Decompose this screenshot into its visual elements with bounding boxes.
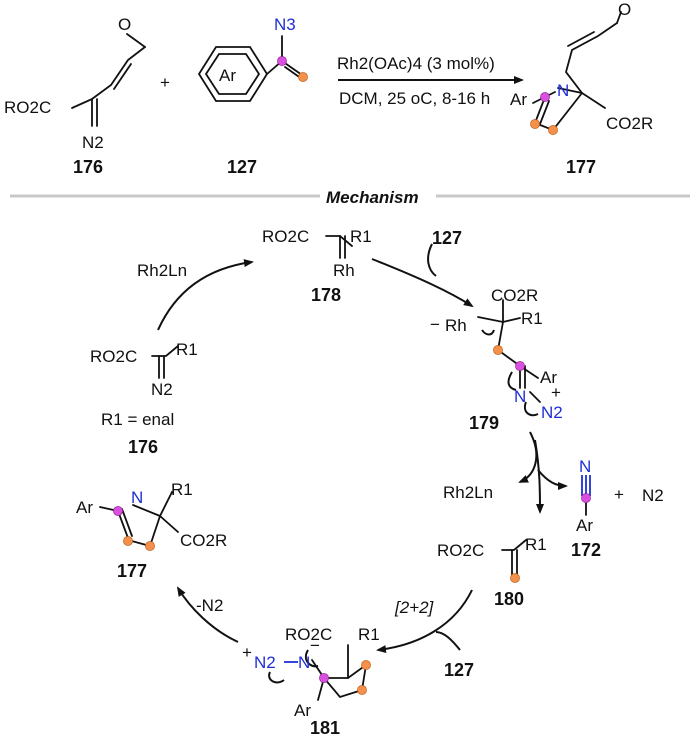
reactant2-azide: N3 <box>274 15 296 34</box>
c179-aryl: Ar <box>540 368 557 387</box>
c177-r1: R1 <box>171 480 193 499</box>
nitrogen-gas: N2 <box>642 486 664 505</box>
product-177-cycle: Ar N R1 CO2R 177 <box>76 480 227 581</box>
catalyst-label: Rh2Ln <box>137 261 187 280</box>
product-aryl: Ar <box>510 90 527 109</box>
intermediate-179: − Rh CO2R R1 Ar N N2 + 179 <box>430 286 563 433</box>
conditions-text: DCM, 25 oC, 8-16 h <box>339 89 490 108</box>
c177-aryl: Ar <box>76 498 93 517</box>
c179-anion: − <box>430 315 440 334</box>
c181-dinitrogen: N2 <box>254 653 276 672</box>
c181-ester: RO2C <box>285 625 332 644</box>
compound-178-label: 178 <box>311 285 341 305</box>
arrow-to-180 <box>534 439 544 514</box>
product-nitrogen: N <box>557 81 569 100</box>
c176-diazo: N2 <box>151 380 173 399</box>
c177-nitrogen: N <box>131 488 143 507</box>
reactant1-ester: RO2C <box>4 98 51 117</box>
arrow-127-join-top <box>427 243 437 277</box>
c180-ester: RO2C <box>437 541 484 560</box>
curved-arrow-181b <box>304 649 319 668</box>
cycloaddition-label: [2+2] <box>394 598 435 617</box>
arrow-178-to-179 <box>371 258 474 308</box>
curved-arrow-179a <box>481 329 495 336</box>
c172-aryl: Ar <box>576 516 593 535</box>
product-177: O Ar N CO2R 177 <box>510 0 653 177</box>
c181-aryl: Ar <box>294 701 311 720</box>
reactant-176: O RO2C N2 176 <box>4 15 146 177</box>
c179-r1: R1 <box>521 309 543 328</box>
loss-of-n2: -N2 <box>196 596 223 615</box>
compound-180-label: 180 <box>494 589 524 609</box>
reactant1-diazo: N2 <box>82 133 104 152</box>
c176-ester: RO2C <box>90 347 137 366</box>
c177-ester: CO2R <box>180 531 227 550</box>
curved-arrow-179b <box>507 371 517 391</box>
c178-r1: R1 <box>350 227 372 246</box>
reagent-127-bottom: 127 <box>444 660 474 680</box>
intermediate-181: + N2 N − RO2C R1 Ar 181 <box>242 625 380 738</box>
reagent-127-top: 127 <box>432 228 462 248</box>
arrow-to-172 <box>537 469 568 490</box>
intermediate-176: RO2C R1 N2 R1 = enal 176 <box>90 340 198 457</box>
reactant2-aryl: Ar <box>219 66 236 85</box>
compound-176-cycle-label: 176 <box>128 437 158 457</box>
reagent-text: Rh2(OAc)4 (3 mol%) <box>337 54 495 73</box>
compound-176-label: 176 <box>73 157 103 177</box>
c179-cation: + <box>551 383 561 402</box>
compound-127-label: 127 <box>227 157 257 177</box>
c178-rh: Rh <box>333 261 355 280</box>
curved-arrow-181a <box>268 671 285 684</box>
nitrile-172: N Ar 172 + N2 <box>571 457 664 560</box>
plus-sign: + <box>160 73 170 92</box>
c172-nitrogen: N <box>579 457 591 476</box>
arrow-180-to-181 <box>376 589 473 654</box>
c178-ester: RO2C <box>262 227 309 246</box>
c181-cation: + <box>242 643 252 662</box>
compound-172-label: 172 <box>571 540 601 560</box>
c179-nitrogen: N <box>514 387 526 406</box>
c176-enal-note: R1 = enal <box>101 410 174 429</box>
c176-r1: R1 <box>176 340 198 359</box>
c179-ester: CO2R <box>491 286 538 305</box>
c180-r1: R1 <box>525 535 547 554</box>
plus-n2: + <box>614 485 624 504</box>
intermediate-178: RO2C R1 Rh 178 <box>262 227 372 305</box>
compound-177-cycle-label: 177 <box>117 561 147 581</box>
curved-arrow-179c <box>524 401 539 417</box>
c179-rh: Rh <box>445 316 467 335</box>
c179-dinitrogen: N2 <box>541 403 563 422</box>
compound-179-label: 179 <box>469 413 499 433</box>
c181-r1: R1 <box>358 625 380 644</box>
c181-nitrogen: N <box>298 653 310 672</box>
compound-177-label: 177 <box>566 157 596 177</box>
arrow-127-join-bottom <box>435 631 461 651</box>
reactant-127: Ar N3 127 <box>197 15 308 177</box>
released-catalyst: Rh2Ln <box>443 483 493 502</box>
arrow-176-to-178 <box>157 259 254 331</box>
mechanism-divider: Mechanism <box>10 188 690 207</box>
compound-181-label: 181 <box>310 718 340 738</box>
product-ester: CO2R <box>606 114 653 133</box>
intermediate-180: RO2C R1 180 <box>437 535 547 609</box>
c181-anion: − <box>310 636 320 655</box>
aldehyde-oxygen: O <box>118 15 131 34</box>
product-aldehyde-oxygen: O <box>618 0 631 19</box>
arrow-release-rh <box>518 431 538 483</box>
mechanism-title: Mechanism <box>326 188 419 207</box>
arrow-181-to-177 <box>176 586 239 643</box>
